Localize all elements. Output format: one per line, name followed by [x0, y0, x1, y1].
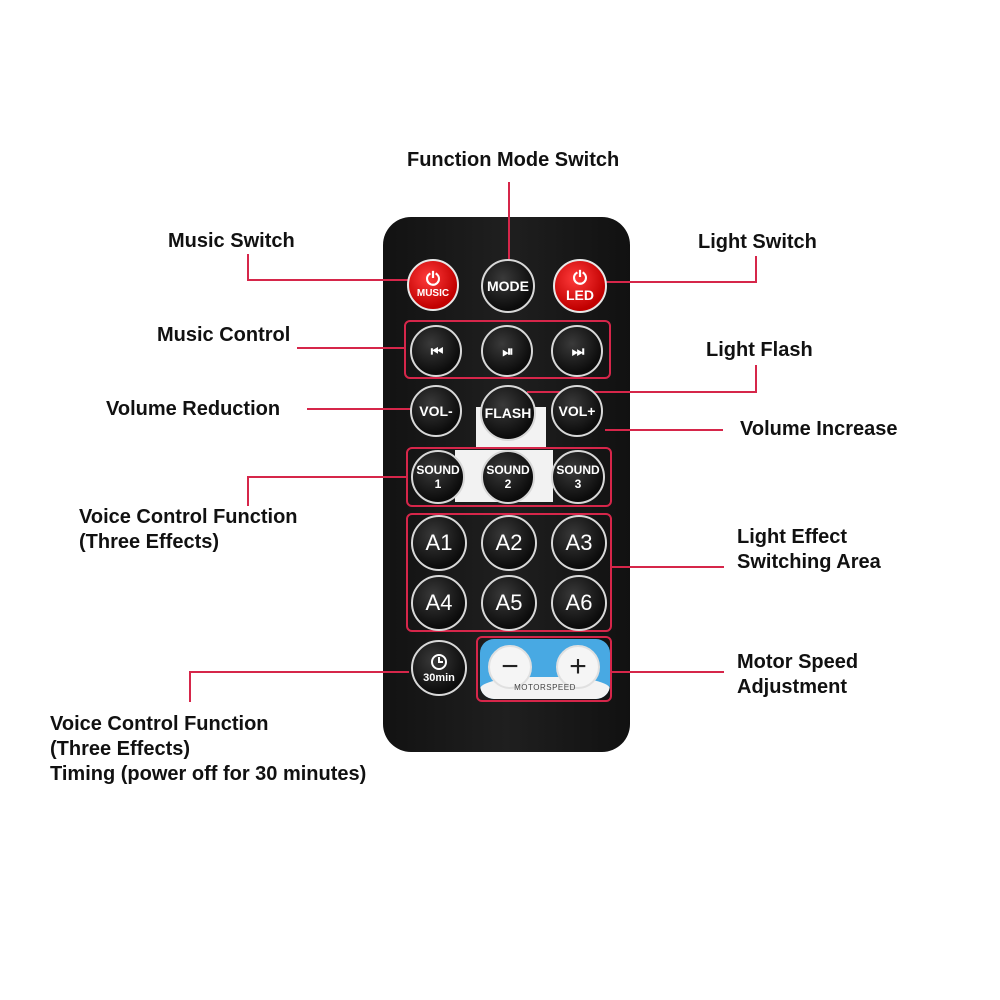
motor-speed-down-button[interactable]: − [488, 645, 532, 689]
callout-line [597, 281, 757, 283]
label-volume-reduction: Volume Reduction [106, 398, 281, 420]
led-button-label: LED [566, 287, 594, 303]
sound-3-button[interactable]: SOUND 3 [551, 450, 605, 504]
next-icon: ⏭ [571, 343, 585, 359]
callout-line [605, 429, 723, 431]
sound-label: SOUND [556, 463, 600, 477]
play-pause-button[interactable]: ⏯ [481, 325, 533, 377]
previous-icon: ⏮ [430, 343, 444, 359]
a1-button[interactable]: A1 [411, 515, 467, 571]
label-line: Motor Speed [737, 651, 859, 673]
power-icon: ⏻ [425, 269, 441, 289]
sound-box [406, 447, 612, 507]
motor-speed-box [476, 636, 612, 702]
callout-line [189, 671, 409, 673]
volume-down-button[interactable]: VOL- [410, 385, 462, 437]
next-button[interactable]: ⏭ [551, 325, 603, 377]
sound-1-button[interactable]: SOUND 1 [411, 450, 465, 504]
timer-label: 30min [423, 671, 455, 684]
a5-label: A5 [495, 590, 523, 615]
sound-label: SOUND [416, 463, 460, 477]
mode-button-label: MODE [487, 278, 529, 294]
label-motor-speed-adjustment: Motor Speed Adjustment [737, 650, 858, 700]
motor-speed-up-button[interactable]: + [556, 645, 600, 689]
label-line: Voice Control Function [50, 713, 269, 735]
flash-label: FLASH [484, 405, 532, 421]
label-line: (Three Effects) [50, 738, 191, 760]
callout-line [755, 256, 757, 283]
plus-icon: + [569, 650, 587, 683]
music-button-label: MUSIC [416, 288, 450, 299]
music-power-button[interactable]: ⏻ MUSIC [407, 259, 459, 311]
label-voice-control-function: Voice Control Function (Three Effects) [79, 505, 298, 555]
a6-button[interactable]: A6 [551, 575, 607, 631]
callout-line [247, 254, 249, 281]
callout-line [247, 476, 249, 506]
callout-line [307, 408, 412, 410]
flash-button[interactable]: FLASH [480, 385, 536, 441]
label-line: Switching Area [737, 551, 881, 573]
callout-line [527, 391, 757, 393]
callout-line [755, 365, 757, 393]
sound-label: SOUND [486, 463, 530, 477]
label-line: Light Effect [737, 526, 847, 548]
label-music-switch: Music Switch [168, 230, 295, 252]
motor-speed-label: MOTORSPEED [514, 683, 576, 692]
a2-button[interactable]: A2 [481, 515, 537, 571]
callout-line [189, 671, 191, 702]
led-power-button[interactable]: ⏻ LED [553, 259, 607, 313]
a5-button[interactable]: A5 [481, 575, 537, 631]
a2-label: A2 [495, 530, 523, 555]
callout-line [247, 279, 415, 281]
label-timing: Voice Control Function (Three Effects) T… [50, 712, 366, 787]
a3-label: A3 [565, 530, 593, 555]
volume-up-button[interactable]: VOL+ [551, 385, 603, 437]
a4-label: A4 [425, 590, 453, 615]
callout-line [612, 671, 724, 673]
label-light-effect-switching-area: Light Effect Switching Area [737, 525, 881, 575]
callout-line [612, 566, 724, 568]
light-effect-box [406, 513, 612, 632]
label-line: Voice Control Function [79, 506, 298, 528]
sound-number: 1 [434, 477, 442, 491]
play-pause-icon: ⏯ [502, 343, 513, 359]
callout-line [247, 476, 407, 478]
a3-button[interactable]: A3 [551, 515, 607, 571]
label-light-switch: Light Switch [698, 231, 817, 253]
vol-minus-label: VOL- [419, 403, 453, 419]
previous-button[interactable]: ⏮ [410, 325, 462, 377]
label-line: Adjustment [737, 676, 847, 698]
callout-line [297, 347, 405, 349]
clock-icon [431, 653, 447, 670]
label-light-flash: Light Flash [706, 339, 813, 361]
power-icon: ⏻ [572, 268, 588, 288]
callout-line [508, 182, 510, 261]
a4-button[interactable]: A4 [411, 575, 467, 631]
a6-label: A6 [565, 590, 593, 615]
a1-label: A1 [425, 530, 453, 555]
mode-button[interactable]: MODE [481, 259, 535, 313]
vol-plus-label: VOL+ [558, 403, 596, 419]
label-line: Timing (power off for 30 minutes) [50, 763, 367, 785]
motor-speed-panel: − + MOTORSPEED [480, 639, 610, 699]
label-function-mode-switch: Function Mode Switch [407, 149, 620, 171]
label-line: (Three Effects) [79, 531, 220, 553]
sound-number: 3 [574, 477, 582, 491]
timer-button[interactable]: 30min [411, 640, 467, 696]
label-volume-increase: Volume Increase [740, 418, 898, 440]
music-control-box [404, 320, 611, 379]
minus-icon: − [501, 650, 519, 683]
sound-2-button[interactable]: SOUND 2 [481, 450, 535, 504]
label-music-control: Music Control [157, 324, 291, 346]
sound-number: 2 [504, 477, 512, 491]
